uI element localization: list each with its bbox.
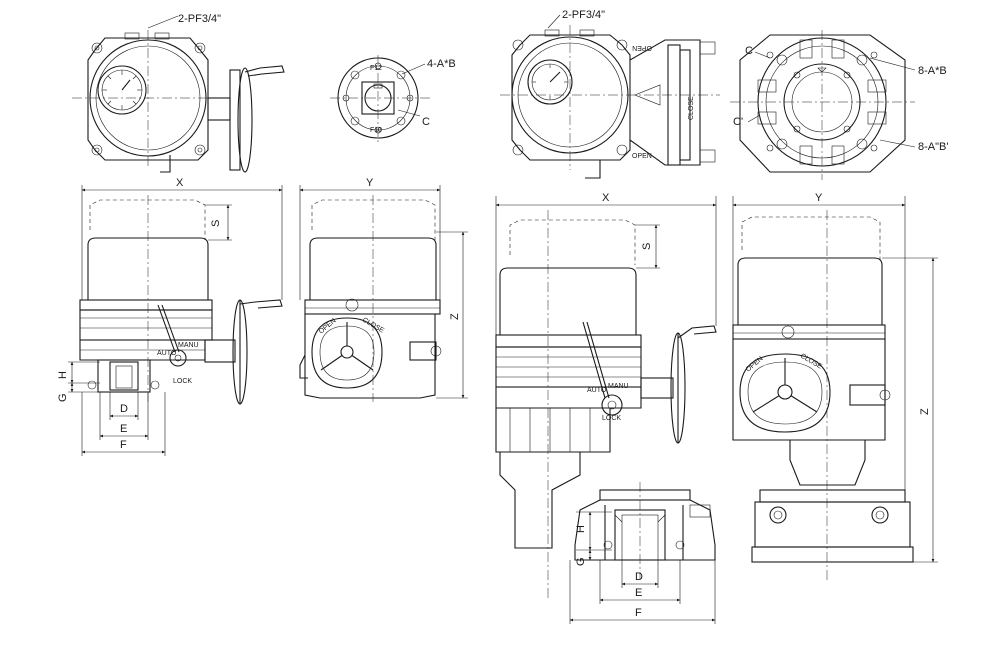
c-label-left: C <box>422 116 430 128</box>
open-label-side-left: OPEN <box>318 317 338 335</box>
open-close-rotated-labels: OPEN CLOSE OPEN <box>632 44 695 160</box>
auto-label-right: AUTO <box>587 387 607 394</box>
c-prime-label: C' <box>733 116 743 128</box>
x-dim-right: X <box>602 192 610 204</box>
hole-8ab-prime-label: 8-A"B' <box>918 141 948 153</box>
hole-8ab-label: 8-A*B <box>918 65 947 77</box>
d-dim-right: D <box>635 571 643 583</box>
g-dim-left: G <box>57 393 69 402</box>
g-dim-right: G <box>575 557 587 566</box>
e-dim-right: E <box>635 587 642 599</box>
manu-label-left: MANU <box>178 342 199 349</box>
open-label-top: OPEN <box>632 44 652 51</box>
f10-label: F10 <box>370 127 382 134</box>
pf-left-label: 2-PF3/4" <box>178 13 221 25</box>
right-top-view: OPEN CLOSE OPEN 2-PF3/4" <box>500 9 720 179</box>
flange-view-small: F12 F10 4-A*B C <box>330 55 456 145</box>
z-dim-right: Z <box>919 408 931 415</box>
h-dim-right: H <box>575 525 587 533</box>
left-front-view: AUTO MANU LOCK X S H G D E <box>57 177 283 456</box>
f-dim-right: F <box>635 607 642 619</box>
flange-view-large: 8-A*B 8-A"B' C C' <box>730 30 948 180</box>
f12-label: F12 <box>370 65 382 72</box>
bottom-flange-adapter: H G D E F <box>569 482 716 624</box>
left-side-view: OPEN CLOSE Y Z <box>299 177 468 402</box>
s-dim-left: S <box>210 220 222 227</box>
right-front-view: AUTO MANU LOCK X S <box>495 192 717 600</box>
close-label-top: CLOSE <box>688 96 695 120</box>
z-dim-left: Z <box>449 313 461 320</box>
s-dim-right: S <box>641 243 653 250</box>
y-dim-left: Y <box>366 177 374 189</box>
e-dim-left: E <box>120 423 127 435</box>
lock-label-right: LOCK <box>602 415 621 422</box>
x-dim-left: X <box>176 177 184 189</box>
pf-right-label: 2-PF3/4" <box>562 9 605 21</box>
f-dim-left: F <box>120 439 127 451</box>
right-side-view: OPEN CLOSE Y Z <box>732 192 938 580</box>
open-label-side-right: OPEN <box>745 355 765 373</box>
c-label-right: C <box>745 45 753 57</box>
lock-label-left: LOCK <box>173 378 192 385</box>
h-dim-left: H <box>57 371 69 379</box>
auto-label-left: AUTO <box>157 350 177 357</box>
d-dim-left: D <box>120 403 128 415</box>
hole-4ab-label: 4-A*B <box>427 58 456 70</box>
open-label-bottom: OPEN <box>632 153 652 160</box>
left-top-view: 2-PF3/4" <box>72 13 285 173</box>
manu-label-right: MANU <box>608 383 629 390</box>
y-dim-right: Y <box>815 192 823 204</box>
